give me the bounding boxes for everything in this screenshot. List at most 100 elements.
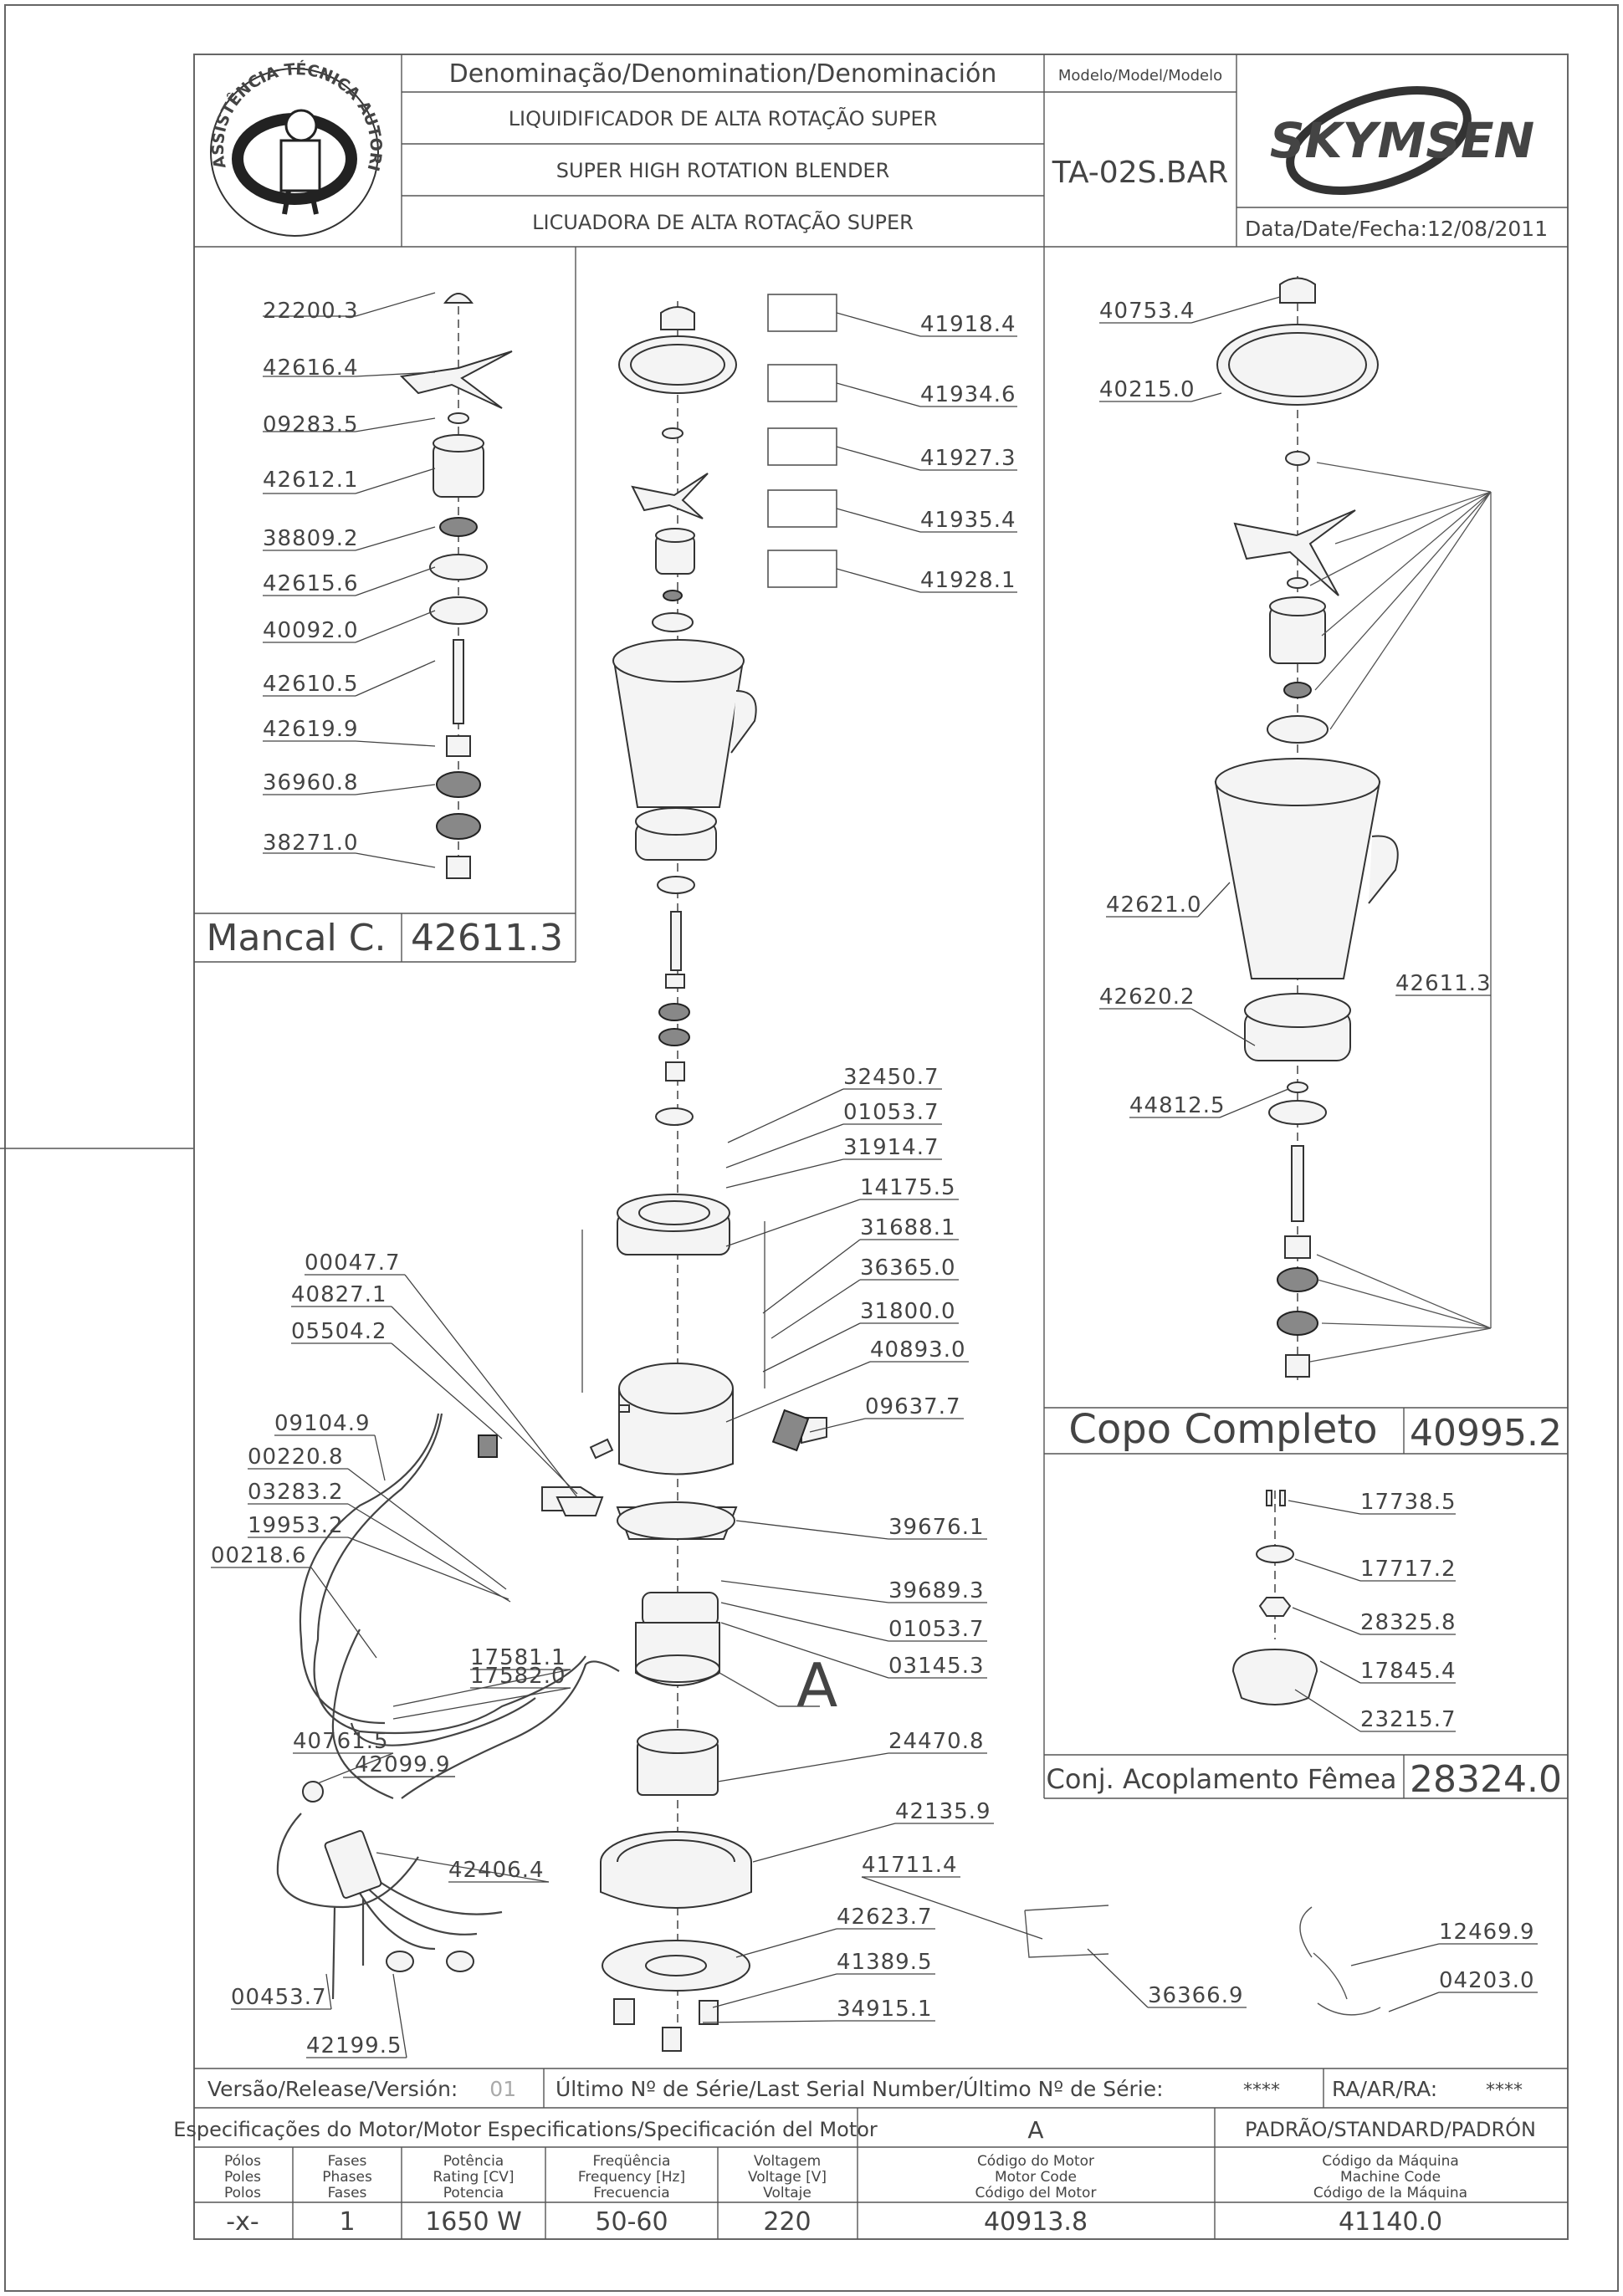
spec-header: Voltagem [754,2153,821,2170]
spec-value: 1650 W [425,2207,522,2237]
spec-value: 50-60 [595,2207,668,2237]
boxed-part-label: 41927.3 [920,446,1016,471]
acoplamento-part-label: 17845.4 [1360,1659,1457,1684]
model-label: Modelo/Model/Modelo [1058,67,1222,84]
center-part-label: 31688.1 [860,1215,956,1240]
name-es: LICUADORA DE ALTA ROTAÇÃO SUPER [532,209,914,234]
motor-spec-title: Especificações do Motor/Motor Especifica… [173,2118,878,2141]
left-part-label: 03283.2 [248,1480,344,1505]
center-part-label: 42623.7 [837,1905,933,1930]
badge-text: ASSISTÊNCIA TÉCNICA AUTORIZADA [0,0,385,173]
spec-header: Phases [322,2169,372,2186]
center-part-label: 14175.5 [860,1175,956,1200]
brand-name: SKYMSEN [1270,112,1534,169]
boxed-part-label: 41918.4 [920,312,1016,337]
acoplamento-part-label: 17717.2 [1360,1557,1457,1582]
svg-text:Data/Date/Fecha:12/08/2011: Data/Date/Fecha:12/08/2011 [1245,217,1548,241]
left-part-label: 05504.2 [291,1319,387,1344]
brand-logo: SKYMSEN [1270,85,1534,196]
center-part-label: 03145.3 [888,1654,985,1679]
left-part-label: 00218.6 [211,1543,307,1568]
mancal-part-label: 22200.3 [263,299,359,324]
left-part-label: 42199.5 [306,2033,402,2058]
copo-title: Copo Completo [1068,1406,1377,1453]
center-part-label: 36365.0 [860,1255,956,1281]
mancal-part-label: 42610.5 [263,672,359,697]
spec-header: Código do Motor [977,2153,1094,2170]
name-pt: LIQUIDIFICADOR DE ALTA ROTAÇÃO SUPER [509,105,938,130]
version-value: 01 [489,2077,516,2101]
spec-header: Código da Máquina [1322,2153,1459,2170]
spec-value: -x- [226,2207,259,2237]
spec-value: 41140.0 [1339,2207,1442,2237]
copo-part-label: 42611.3 [1395,971,1492,996]
left-part-label: 00047.7 [305,1250,401,1276]
wiring-harness [276,1413,620,2000]
drawing-frame [193,54,1569,2240]
center-part-label: 01053.7 [888,1617,985,1642]
spec-header: Frecuencia [593,2185,669,2201]
center-part-label: 31800.0 [860,1299,956,1324]
center-part-label: 41711.4 [862,1853,958,1878]
spec-value: 220 [763,2207,811,2237]
spec-header: Código de la Máquina [1313,2185,1467,2201]
main-exploded-view: A 41918.4 41934.6 41927.3 41935.4 41928.1 32… [211,294,1538,2058]
left-part-label: 17582.0 [470,1664,566,1689]
motor-spec-marker: A [1027,2116,1043,2144]
spec-value: 1 [339,2207,355,2237]
left-part-label: 00220.8 [248,1445,344,1470]
left-part-label: 19953.2 [248,1513,344,1538]
motor-marker: A [796,1650,837,1721]
spec-header: Fases [328,2153,367,2170]
center-part-label: 12469.9 [1439,1920,1535,1945]
denomination-label: Denominação/Denomination/Denominación [449,59,997,89]
boxed-part-label: 41928.1 [920,568,1016,593]
spec-header: Machine Code [1340,2169,1441,2186]
spec-header: Rating [CV] [433,2169,515,2186]
copo-part-label: 40215.0 [1099,377,1195,402]
serial-value: **** [1243,2080,1280,2101]
center-part-label: 42135.9 [895,1799,991,1824]
spec-header: Voltaje [763,2185,812,2201]
copo-panel: Copo Completo 40995.2 40753.440215.04262… [1043,247,1568,1798]
acoplamento-part-label: 28325.8 [1360,1610,1457,1635]
center-part-label: 36366.9 [1148,1983,1244,2008]
mancal-part-label: 40092.0 [263,618,359,643]
boxed-part-label: 41935.4 [920,508,1016,533]
ra-value: **** [1486,2080,1523,2101]
copo-part-label: 42621.0 [1106,892,1202,918]
boxed-part-label: 41934.6 [920,382,1016,407]
center-part-label: 09637.7 [865,1394,961,1419]
mancal-code: 42611.3 [411,917,563,959]
serial-label: Último Nº de Série/Last Serial Number/Úl… [556,2076,1164,2101]
spec-header: Código del Motor [975,2185,1097,2201]
title-block: ASSISTÊNCIA TÉCNICA AUTORIZADA Denominaç… [0,0,1568,248]
spec-header: Motor Code [995,2169,1077,2186]
spec-header: Potência [443,2153,504,2170]
acoplamento-part-label: 23215.7 [1360,1707,1457,1732]
mancal-part-label: 42615.6 [263,571,359,596]
name-en: SUPER HIGH ROTATION BLENDER [556,159,890,182]
center-part-label: 24470.8 [888,1729,985,1754]
center-part-label: 31914.7 [843,1135,939,1160]
ra-label: RA/AR/RA: [1332,2077,1437,2101]
spec-header: Voltage [V] [748,2169,827,2186]
spec-header: Freqüência [593,2153,671,2170]
svg-text:Último Nº de Série/Last Serial: Último Nº de Série/Last Serial Number/Úl… [556,2076,1164,2101]
release-row: Versão/Release/Versión: 01 Último Nº de … [194,2068,1568,2109]
copo-part-label: 40753.4 [1099,299,1195,324]
spec-value: 40913.8 [984,2207,1088,2237]
spec-header: Polos [224,2185,261,2201]
center-part-label: 32450.7 [843,1065,939,1090]
left-part-label: 40761.5 [293,1729,389,1754]
left-part-label: 42099.9 [355,1752,451,1777]
date-label: Data/Date/Fecha: [1245,217,1427,241]
authorized-service-badge: ASSISTÊNCIA TÉCNICA AUTORIZADA [0,0,385,237]
copo-part-label: 42620.2 [1099,984,1195,1010]
svg-text:ASSISTÊNCIA TÉCNICA AUTORIZADA: ASSISTÊNCIA TÉCNICA AUTORIZADA [0,0,385,173]
standard-label: PADRÃO/STANDARD/PADRÓN [1245,2116,1536,2141]
spec-header: Poles [224,2169,261,2186]
mancal-part-label: 38809.2 [263,526,359,551]
center-part-label: 39676.1 [888,1515,985,1540]
